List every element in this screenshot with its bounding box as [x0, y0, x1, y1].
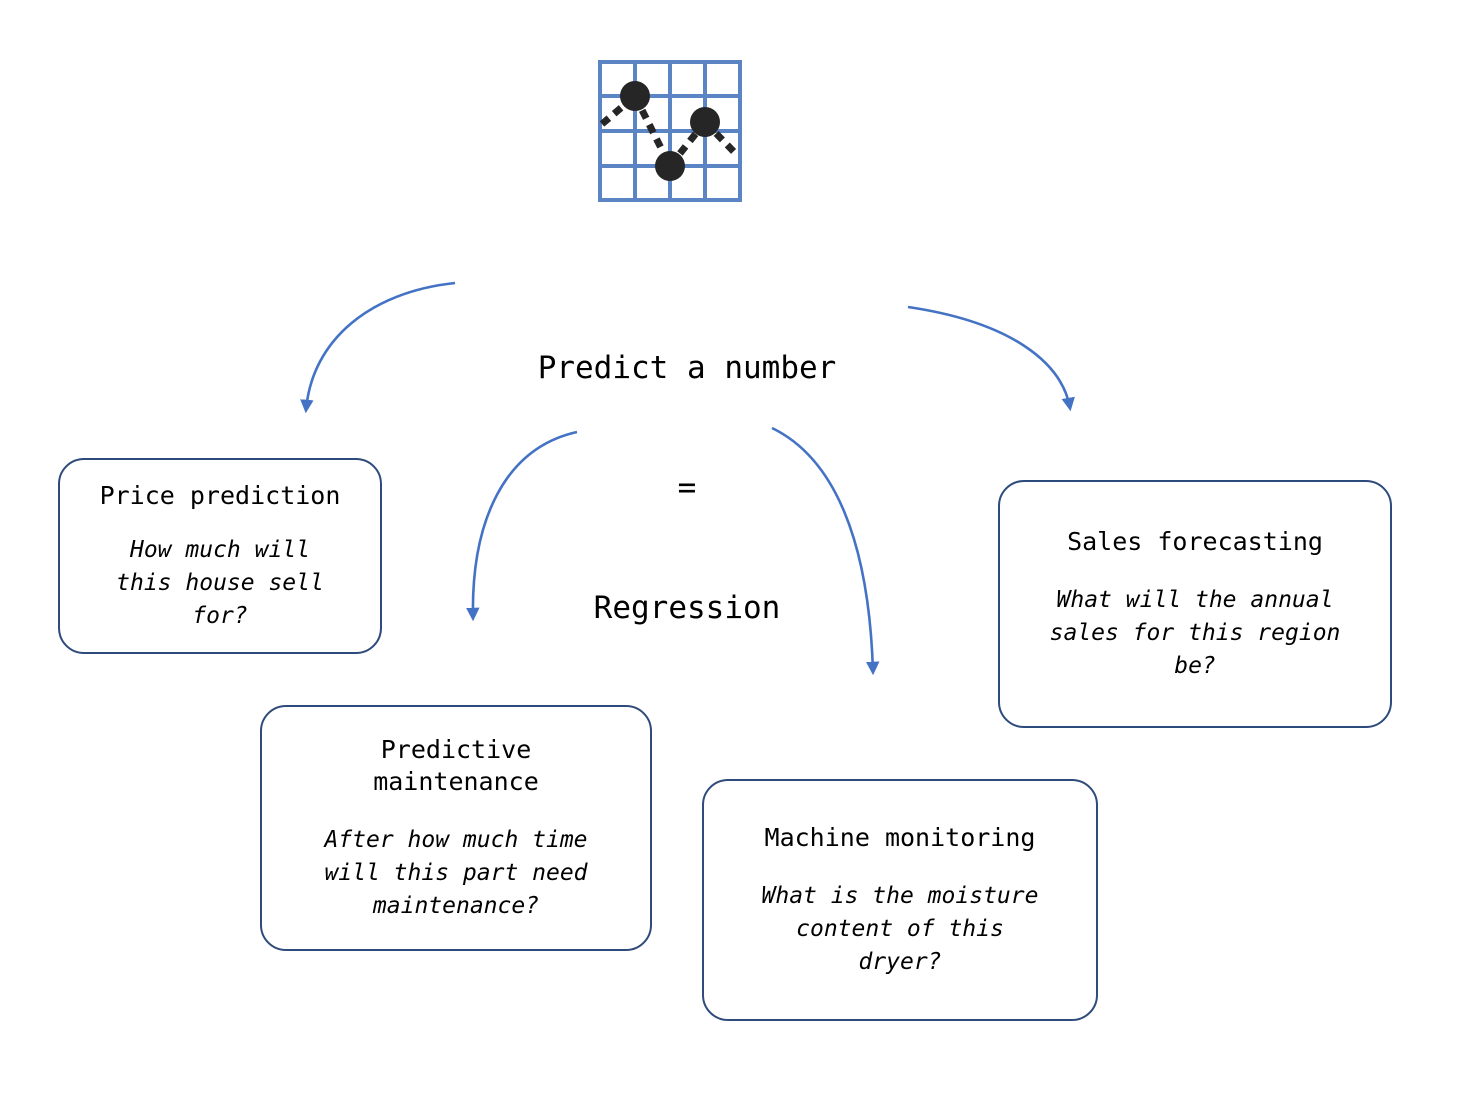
card-question: How much will this house sell for? [116, 536, 324, 629]
use-case-card-predictive-maintenance[interactable]: Predictive maintenance After how much ti… [260, 705, 652, 951]
arrow-to-price-prediction [300, 281, 456, 414]
card-title: Sales forecasting [1067, 526, 1323, 556]
use-case-card-price-prediction[interactable]: Price prediction How much will this hous… [58, 458, 382, 654]
title-line-1: Predict a number [537, 350, 837, 386]
card-title: Machine monitoring [764, 822, 1036, 852]
card-title: Price prediction [99, 480, 341, 510]
card-question: What will the annual sales for this regi… [1049, 586, 1341, 679]
title-line-equals: = [677, 470, 697, 506]
regression-scatter-grid-icon [598, 60, 742, 202]
card-question: After how much time will this part need … [324, 826, 588, 919]
card-title: Predictive maintenance [373, 734, 539, 796]
title-line-2: Regression [593, 590, 781, 626]
use-case-card-machine-monitoring[interactable]: Machine monitoring What is the moisture … [702, 779, 1098, 1021]
use-case-card-sales-forecasting[interactable]: Sales forecasting What will the annual s… [998, 480, 1392, 728]
page-title: Predict a number = Regression [437, 268, 937, 708]
card-question: What is the moisture content of this dry… [761, 882, 1039, 975]
